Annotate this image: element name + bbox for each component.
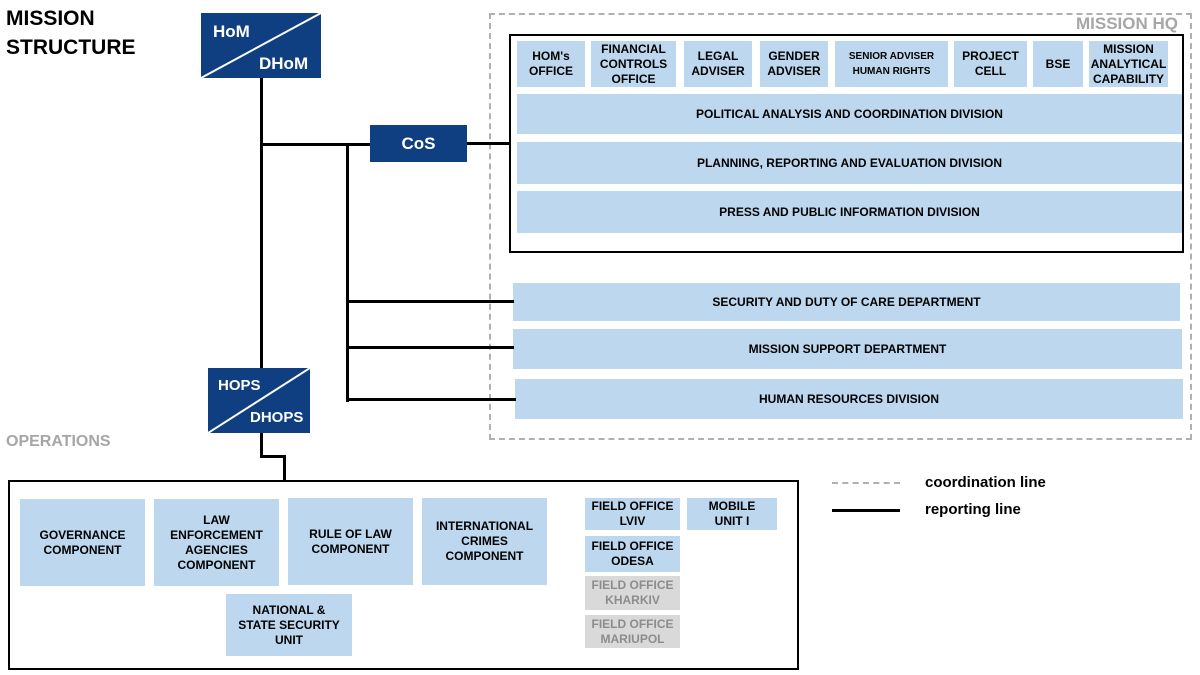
ops-component-governance: GOVERNANCE COMPONENT [20,499,145,586]
ops-component-rule-of-law: RULE OF LAW COMPONENT [288,498,413,585]
legend-reporting-swatch [832,509,900,512]
reporting-line-hops-to-ops [283,455,286,481]
hq-unit-bse: BSE [1033,41,1083,87]
hq-department-security: SECURITY AND DUTY OF CARE DEPARTMENT [513,283,1180,321]
mission-hq-label: MISSION HQ [1075,14,1178,33]
hops-dhops-box: HOPS DHOPS [208,368,310,433]
hq-department-human-resources: HUMAN RESOURCES DIVISION [515,379,1183,419]
hq-core-frame [509,34,1184,253]
reporting-line-to-human-resources [346,398,516,401]
ops-unit-national-security: NATIONAL & STATE SECURITY UNIT [226,594,352,656]
title-line-2: STRUCTURE [6,36,136,59]
reporting-line-hops-down [260,432,263,457]
legend-coordination-swatch [832,482,900,484]
cos-box: CoS [370,125,467,162]
hq-unit-legal-adviser: LEGAL ADVISER [684,41,752,87]
legend-coordination-label: coordination line [925,474,1046,491]
hq-unit-hom-office: HOM's OFFICE [517,41,585,87]
dhops-label: DHOPS [250,409,304,426]
hq-department-mission-support: MISSION SUPPORT DEPARTMENT [513,329,1182,369]
reporting-line-dept-vertical [346,143,349,402]
hq-division-political: POLITICAL ANALYSIS AND COORDINATION DIVI… [517,94,1182,134]
ops-component-international-crimes: INTERNATIONAL CRIMES COMPONENT [422,498,547,585]
field-office-lviv: FIELD OFFICE LVIV [585,498,680,530]
hq-unit-project-cell: PROJECT CELL [954,41,1027,87]
field-office-kharkiv: FIELD OFFICE KHARKIV [585,576,680,610]
mission-hq-frame [489,13,1192,440]
reporting-line-to-security [346,300,514,303]
reporting-line-hom-to-cos [260,143,371,146]
mobile-unit: MOBILE UNIT I [687,498,777,530]
legend-reporting-label: reporting line [925,501,1021,518]
hq-division-press: PRESS AND PUBLIC INFORMATION DIVISION [517,191,1182,233]
reporting-line-to-mission-support [346,346,514,349]
hom-label: HoM [213,22,250,41]
reporting-line-hops-horizontal [260,455,286,458]
diagonal-divider [208,368,310,433]
hops-label: HOPS [218,377,261,394]
title-line-1: MISSION [6,7,95,30]
operations-frame [8,480,799,670]
operations-label: OPERATIONS [6,433,111,450]
hq-unit-gender-adviser: GENDER ADVISER [760,41,828,87]
reporting-line-hom-vertical [260,78,263,369]
diagonal-divider [201,13,321,78]
hq-division-planning: PLANNING, REPORTING AND EVALUATION DIVIS… [517,142,1182,184]
field-office-mariupol: FIELD OFFICE MARIUPOL [585,615,680,648]
field-office-odesa: FIELD OFFICE ODESA [585,536,680,572]
dhom-label: DHoM [259,54,309,73]
reporting-line-cos-to-hq [466,142,510,145]
hq-unit-senior-adviser-hr: SENIOR ADVISER HUMAN RIGHTS [835,41,948,87]
ops-component-law-enforcement: LAW ENFORCEMENT AGENCIES COMPONENT [154,499,279,586]
hq-unit-mission-analytical: MISSION ANALYTICAL CAPABILITY [1089,41,1168,87]
hq-unit-financial-controls: FINANCIAL CONTROLS OFFICE [591,41,676,87]
page-title: MISSION STRUCTURE [6,4,136,62]
hom-dhom-box: HoM DHoM [201,13,321,78]
